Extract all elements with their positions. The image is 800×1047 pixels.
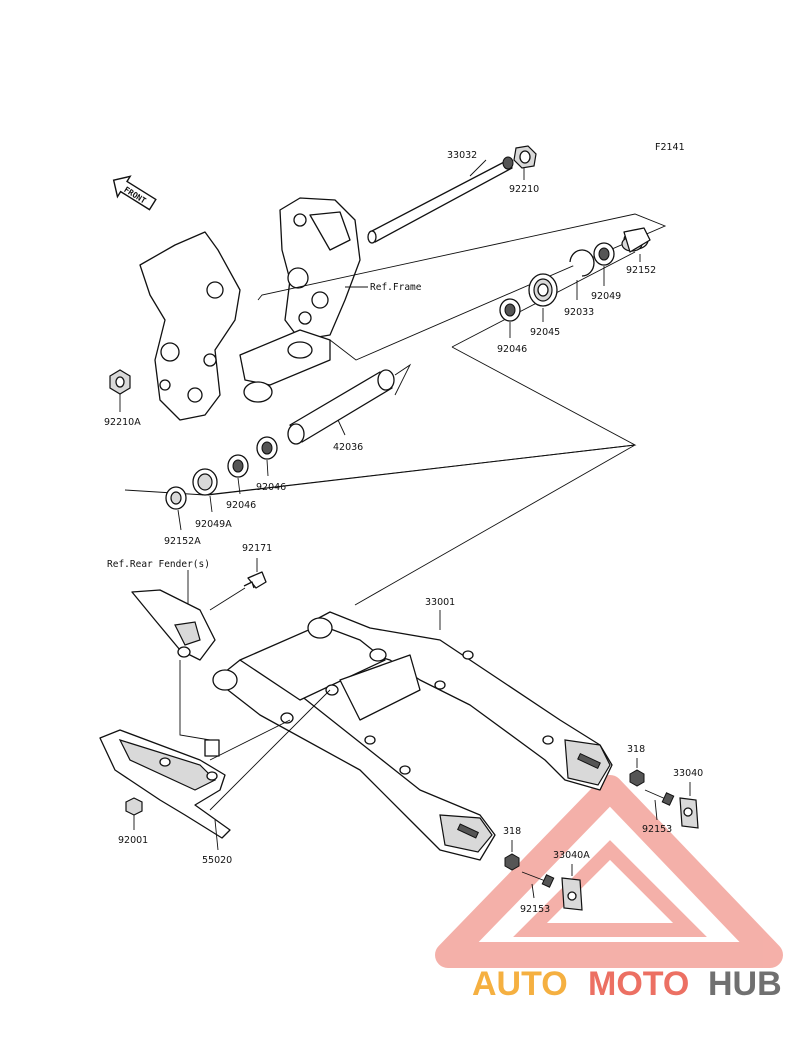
collar-92049 [593,242,615,266]
ref-frame-label: Ref.Frame [370,282,422,293]
part-label-92045: 92045 [530,327,560,338]
part-label-318-top: 318 [627,744,645,755]
needle-bearing-92046-top [499,298,521,322]
ref-rear-fender-label: Ref.Rear Fender(s) [107,559,210,570]
adjuster-33040 [679,797,699,829]
part-label-33001: 33001 [425,597,455,608]
part-label-92046-top: 92046 [497,344,527,355]
part-label-92171: 92171 [242,543,272,554]
nut-92001 [125,797,143,816]
needle-bearing-92046-b2 [256,436,278,460]
watermark-text: AUTO MOTO HUB [472,965,782,1003]
diagram-code: F2141 [655,142,685,153]
nut-318-top [629,769,645,787]
part-label-92033: 92033 [564,307,594,318]
front-arrow-icon: FRONT [112,175,157,211]
nut-318-bottom [504,853,520,871]
part-label-33040: 33040 [673,768,703,779]
adjuster-33040A [561,877,583,911]
pivot-shaft-33032 [367,156,514,244]
bearing-92045 [528,273,558,307]
part-label-318-bottom: 318 [503,826,521,837]
watermark-moto: MOTO [588,965,689,1003]
part-label-55020: 55020 [202,855,232,866]
rear-fender-piece [131,589,216,661]
part-label-92001: 92001 [118,835,148,846]
circlip-92033 [569,249,595,277]
dust-seal-92152A [165,486,187,510]
needle-bearing-92046-b1 [227,454,249,478]
sleeve-42036 [287,369,395,445]
watermark-auto: AUTO [472,965,568,1003]
watermark-hub: HUB [708,965,782,1003]
part-label-42036: 42036 [333,442,363,453]
part-label-92152A: 92152A [164,536,201,547]
watermark-triangle [435,775,783,968]
part-label-92153-top: 92153 [642,824,672,835]
part-label-92152: 92152 [626,265,656,276]
bolt-92153-bottom [521,871,555,888]
part-label-92210: 92210 [509,184,539,195]
part-label-92153-bottom: 92153 [520,904,550,915]
part-label-92046-b1: 92046 [226,500,256,511]
bolt-92153-top [644,789,675,806]
part-label-33040A: 33040A [553,850,590,861]
nut-92210 [513,145,537,169]
chain-guard-55020 [99,729,231,839]
frame-pivot-plates [139,197,361,421]
nut-92210A [109,369,131,395]
part-label-92049: 92049 [591,291,621,302]
clip-92171 [243,571,267,589]
part-label-33032: 33032 [447,150,477,161]
part-label-92210A: 92210A [104,417,141,428]
swingarm-33001 [212,611,613,861]
collar-92049A [192,468,218,496]
dust-seal-92152 [621,227,651,253]
part-label-92049A: 92049A [195,519,232,530]
